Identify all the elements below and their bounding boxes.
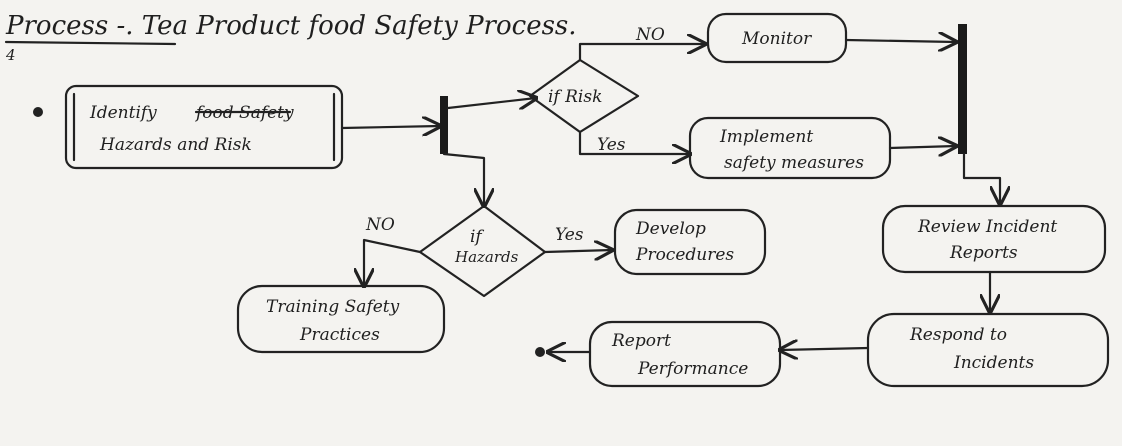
join-bar — [958, 24, 967, 154]
monitor-label: Monitor — [741, 29, 812, 49]
edge-respond-to-report — [780, 348, 870, 350]
if-risk-label: if Risk — [548, 87, 602, 107]
hazards-yes-label: Yes — [555, 225, 584, 245]
review-line2: Reports — [949, 243, 1018, 263]
identify-hazards-node: Identify food Safety Hazards and Risk — [64, 84, 344, 170]
edge-hazards-no — [364, 238, 422, 286]
identify-line2: Hazards and Risk — [99, 135, 252, 155]
review-incident-node: Review Incident Reports — [881, 204, 1107, 274]
report-line1: Report — [611, 331, 671, 351]
implement-measures-node: Implement safety measures — [688, 116, 892, 180]
page-number: 4 — [5, 46, 16, 64]
title-underline — [4, 40, 177, 46]
start-dot — [33, 107, 43, 117]
develop-line1: Develop — [635, 219, 706, 239]
diagram-title: Process -. Tea Product food Safety Proce… — [5, 11, 577, 41]
edge-risk-no — [578, 44, 705, 62]
if-hazards-decision: if Hazards — [418, 204, 547, 298]
edge-hazards-yes — [543, 250, 612, 252]
risk-no-label: NO — [635, 25, 665, 45]
if-risk-decision: if Risk — [528, 58, 640, 134]
implement-line2: safety measures — [724, 153, 864, 173]
training-line2: Practices — [299, 325, 380, 345]
identify-line1: Identify — [89, 103, 157, 123]
review-line1: Review Incident — [917, 217, 1057, 237]
edge-join-to-review — [962, 152, 1000, 204]
risk-yes-label: Yes — [597, 135, 626, 155]
report-line2: Performance — [637, 359, 748, 379]
implement-line1: Implement — [719, 127, 813, 147]
if-hazards-line2: Hazards — [454, 248, 519, 266]
hazards-no-label: NO — [365, 215, 395, 235]
edge-implement-to-join — [888, 146, 956, 148]
develop-line2: Procedures — [635, 245, 734, 265]
edge-bar-to-if-hazards — [442, 152, 484, 206]
if-hazards-line1: if — [470, 227, 484, 247]
respond-line2: Incidents — [953, 353, 1034, 373]
edge-bar-to-if-risk — [446, 98, 536, 108]
develop-procedures-node: Develop Procedures — [613, 208, 767, 276]
report-performance-node: Report Performance — [588, 320, 782, 388]
respond-line1: Respond to — [909, 325, 1007, 345]
respond-incidents-node: Respond to Incidents — [866, 312, 1110, 388]
edge-monitor-to-join — [844, 40, 956, 42]
edge-risk-yes — [578, 130, 690, 154]
edge-identify-to-bar — [340, 126, 440, 128]
monitor-node: Monitor — [706, 12, 848, 64]
fork-bar — [440, 96, 448, 154]
training-practices-node: Training Safety Practices — [236, 284, 446, 354]
training-line1: Training Safety — [266, 297, 400, 317]
end-dot — [535, 347, 545, 357]
